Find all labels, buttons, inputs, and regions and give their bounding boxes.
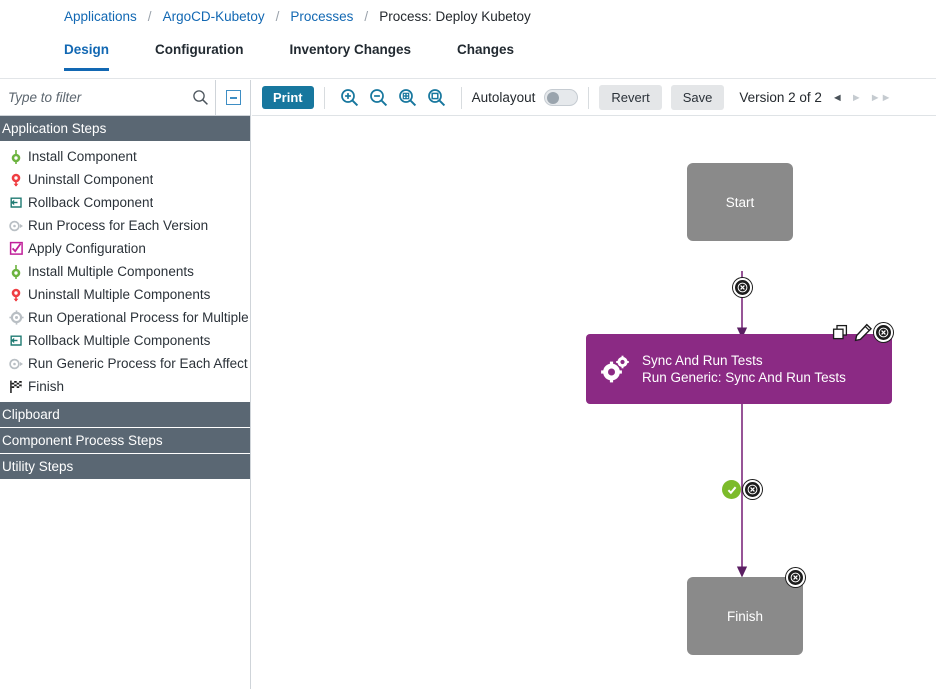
delete-link-icon[interactable] bbox=[733, 278, 752, 297]
node-label: Finish bbox=[726, 608, 763, 624]
install-component-icon bbox=[4, 149, 28, 165]
tab-bar: Design Configuration Inventory Changes C… bbox=[0, 33, 936, 79]
zoom-fit-icon[interactable] bbox=[398, 88, 417, 107]
process-design-canvas[interactable]: Start Sync An bbox=[252, 117, 936, 689]
collapse-cell bbox=[216, 80, 250, 115]
run-process-each-version-icon bbox=[4, 219, 28, 233]
toolbar-divider bbox=[460, 86, 462, 109]
sidebar-item-label: Run Generic Process for Each Affect bbox=[28, 356, 248, 371]
collapse-panel-icon[interactable] bbox=[225, 90, 241, 105]
run-generic-process-icon bbox=[4, 357, 28, 371]
revert-button[interactable]: Revert bbox=[599, 85, 662, 110]
tab-changes[interactable]: Changes bbox=[457, 42, 515, 57]
node-text-block: Sync And Run Tests Run Generic: Sync And… bbox=[642, 352, 846, 386]
apply-configuration-icon bbox=[4, 241, 28, 256]
sidebar-section-application-steps[interactable]: Application Steps bbox=[0, 116, 250, 142]
sidebar-item-label: Uninstall Multiple Components bbox=[28, 287, 211, 302]
sidebar-item-apply-configuration[interactable]: Apply Configuration bbox=[0, 237, 250, 260]
sidebar-item-label: Install Component bbox=[28, 149, 137, 164]
run-operational-process-icon bbox=[4, 310, 28, 325]
autolayout-toggle[interactable] bbox=[544, 89, 579, 106]
autolayout-label: Autolayout bbox=[471, 90, 536, 105]
sidebar-item-run-generic-process-for-each-affect[interactable]: Run Generic Process for Each Affect bbox=[0, 352, 250, 375]
breadcrumb-item-processes[interactable]: Processes bbox=[290, 9, 354, 24]
filter-row bbox=[0, 80, 250, 116]
uninstall-multiple-components-icon bbox=[4, 287, 28, 303]
diagram-node-finish[interactable]: Finish bbox=[687, 577, 803, 655]
breadcrumb-separator: / bbox=[147, 9, 152, 24]
sidebar-item-install-component[interactable]: Install Component bbox=[0, 145, 250, 168]
sidebar-item-run-operational-process-for-multiple[interactable]: Run Operational Process for Multiple bbox=[0, 306, 250, 329]
sidebar-item-label: Run Process for Each Version bbox=[28, 218, 209, 233]
diagram-node-start[interactable]: Start bbox=[687, 163, 793, 241]
breadcrumb-separator: / bbox=[275, 9, 280, 24]
breadcrumb-separator: / bbox=[364, 9, 369, 24]
breadcrumb-item-applications[interactable]: Applications bbox=[64, 9, 137, 24]
sidebar-item-rollback-component[interactable]: Rollback Component bbox=[0, 191, 250, 214]
sidebar-item-finish[interactable]: Finish bbox=[0, 375, 250, 398]
node-label: Start bbox=[725, 194, 755, 210]
rollback-multiple-components-icon bbox=[4, 333, 28, 348]
sidebar-item-label: Rollback Multiple Components bbox=[28, 333, 211, 348]
uninstall-component-icon bbox=[4, 172, 28, 188]
sidebar-item-run-process-for-each-version[interactable]: Run Process for Each Version bbox=[0, 214, 250, 237]
sidebar-item-label: Finish bbox=[28, 379, 65, 394]
install-multiple-components-icon bbox=[4, 264, 28, 280]
zoom-in-icon[interactable] bbox=[340, 88, 359, 107]
previous-version-button[interactable]: ◄ bbox=[831, 91, 843, 104]
sidebar-item-label: Rollback Component bbox=[28, 195, 154, 210]
last-version-button[interactable]: ►► bbox=[869, 91, 892, 104]
node-title: Sync And Run Tests bbox=[642, 353, 763, 368]
version-label: Version 2 of 2 bbox=[739, 90, 822, 105]
delete-step-icon[interactable] bbox=[874, 323, 893, 342]
sidebar-item-rollback-multiple-components[interactable]: Rollback Multiple Components bbox=[0, 329, 250, 352]
breadcrumb-item-argocd-kubetoy[interactable]: ArgoCD-Kubetoy bbox=[162, 9, 265, 24]
breadcrumb-item-current: Process: Deploy Kubetoy bbox=[379, 9, 531, 24]
print-button[interactable]: Print bbox=[262, 86, 314, 109]
tab-inventory-changes[interactable]: Inventory Changes bbox=[289, 42, 412, 57]
filter-box bbox=[0, 80, 216, 115]
sidebar-item-label: Apply Configuration bbox=[28, 241, 146, 256]
next-version-button[interactable]: ► bbox=[850, 91, 862, 104]
sidebar-item-label: Run Operational Process for Multiple bbox=[28, 310, 249, 325]
copy-step-icon[interactable] bbox=[832, 324, 849, 346]
finish-flag-icon bbox=[4, 379, 28, 394]
delete-link-icon[interactable] bbox=[743, 480, 762, 499]
tab-configuration[interactable]: Configuration bbox=[155, 42, 244, 57]
sidebar-item-uninstall-component[interactable]: Uninstall Component bbox=[0, 168, 250, 191]
diagram-node-sync-and-run-tests[interactable]: Sync And Run Tests Run Generic: Sync And… bbox=[586, 334, 892, 404]
sidebar-item-label: Uninstall Component bbox=[28, 172, 154, 187]
search-input[interactable] bbox=[8, 90, 192, 105]
sidebar-item-uninstall-multiple-components[interactable]: Uninstall Multiple Components bbox=[0, 283, 250, 306]
application-steps-list: Install Component Uninstall Component bbox=[0, 142, 250, 402]
toolbar-divider bbox=[323, 86, 325, 109]
gears-icon bbox=[600, 355, 630, 383]
edit-step-icon[interactable] bbox=[854, 323, 873, 347]
sidebar-section-component-process-steps[interactable]: Component Process Steps bbox=[0, 428, 250, 454]
steps-sidebar: Application Steps Install Component Un bbox=[0, 80, 251, 689]
delete-step-icon[interactable] bbox=[786, 568, 805, 587]
sidebar-section-utility-steps[interactable]: Utility Steps bbox=[0, 454, 250, 480]
breadcrumb: Applications / ArgoCD-Kubetoy / Processe… bbox=[0, 0, 936, 33]
rollback-component-icon bbox=[4, 195, 28, 210]
tab-design[interactable]: Design bbox=[64, 33, 110, 71]
design-toolbar: Print Autolayout bbox=[252, 80, 936, 116]
node-subtitle: Run Generic: Sync And Run Tests bbox=[642, 370, 846, 385]
zoom-out-icon[interactable] bbox=[369, 88, 388, 107]
save-button[interactable]: Save bbox=[670, 85, 725, 110]
toolbar-divider bbox=[588, 86, 590, 109]
sidebar-item-install-multiple-components[interactable]: Install Multiple Components bbox=[0, 260, 250, 283]
sidebar-section-clipboard[interactable]: Clipboard bbox=[0, 402, 250, 428]
sidebar-item-label: Install Multiple Components bbox=[28, 264, 194, 279]
search-icon[interactable] bbox=[192, 89, 209, 106]
zoom-actual-size-icon[interactable] bbox=[427, 88, 446, 107]
success-condition-icon[interactable] bbox=[722, 480, 741, 499]
